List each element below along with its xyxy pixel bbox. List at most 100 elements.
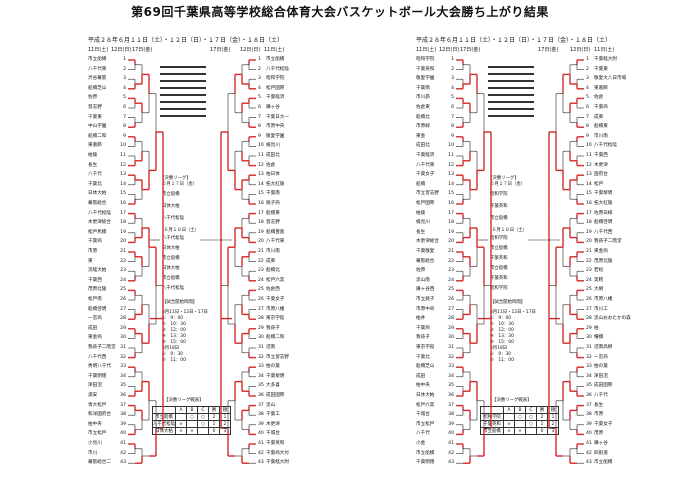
team-name: 検見川 [266,143,280,149]
team-name: 佐原 [416,268,426,274]
team-number: 18 [258,220,264,226]
girls-dates: 平成２８年６月１１日（土）・１２日（日）・１７日（金）・１８日（土） [416,37,612,44]
code-legend-row [160,66,206,68]
team-name: 成東 [266,258,276,264]
team-number: 35 [448,383,454,389]
team-number: 16 [586,201,592,206]
team-name: 千葉商 [416,325,430,331]
team-name: 昭和学院 [416,57,435,62]
team-number: 36 [258,393,264,398]
team-name: 茂原北陵 [88,287,107,293]
team-name: 東葛飾 [594,85,608,91]
team-name: 千葉黎明 [594,191,613,197]
team-entry: 9 敬愛学園 [258,134,296,140]
team-number: 41 [586,441,592,446]
team-number: 11 [120,153,126,158]
team-name: 和洋国府台 [88,412,111,418]
team-number: 4 [451,85,454,91]
team-number: 27 [448,306,454,312]
team-number: 25 [120,287,126,293]
team-name: 秀明八千代 [88,364,111,370]
team-number: 38 [586,412,592,418]
team-name: 津田沼 [88,383,102,389]
team-name: 我孫子 [266,325,280,331]
semi-date: ６月１７日（金） [162,182,198,187]
result-cell: 3 [547,427,559,435]
team-number: 30 [586,335,592,341]
team-number: 13 [120,172,126,178]
team-number: 8 [258,124,261,130]
team-name: 柏井 [416,316,426,322]
team-name: 千葉工 [266,412,280,418]
team-name: 市立習志野 [416,191,439,197]
team-name: 千葉黎明 [266,373,285,379]
team-name: 松戸 [594,181,604,187]
team-number: 22 [448,258,454,264]
final-team: 八千代松陰 [162,236,184,241]
team-name: 犢橋 [594,335,604,341]
match-time: ③ 12：00 [490,328,514,333]
team-number: 39 [586,421,592,427]
team-number: 9 [258,133,261,139]
team-name: 東金 [416,133,426,139]
final-team: 市立船橋 [162,276,180,281]
team-number: 39 [120,421,126,427]
team-name: 八千代 [88,172,102,178]
team-name: 銚子商 [266,201,280,206]
team-number: 26 [586,297,592,302]
team-number: 18 [448,220,454,226]
team-number: 2 [586,66,589,72]
team-name: 千葉経済 [266,95,285,101]
column-header: 17日(金) [460,47,481,53]
final-team: 市立船橋 [490,266,508,271]
team-name: 大網 [594,287,604,293]
team-number: 13 [258,172,264,178]
team-number: 43 [448,460,454,466]
match-time: ④ 13：30 [162,334,186,339]
team-number: 23 [586,268,592,274]
team-name: 千葉女子 [594,421,613,427]
team-number: 38 [258,412,264,418]
team-number: 8 [586,124,589,130]
team-name: 船橋芝山 [88,85,107,91]
match-time: ② 10：30 [162,322,186,327]
team-number: 18 [586,220,592,226]
team-number: 24 [120,277,126,283]
team-name: 成田北 [266,153,280,158]
team-name: 日体大柏 [416,393,435,398]
team-name: 敬愛学園 [266,133,285,139]
team-number: 31 [586,345,592,350]
team-number: 19 [258,229,264,235]
team-name: 市川 [88,450,98,456]
